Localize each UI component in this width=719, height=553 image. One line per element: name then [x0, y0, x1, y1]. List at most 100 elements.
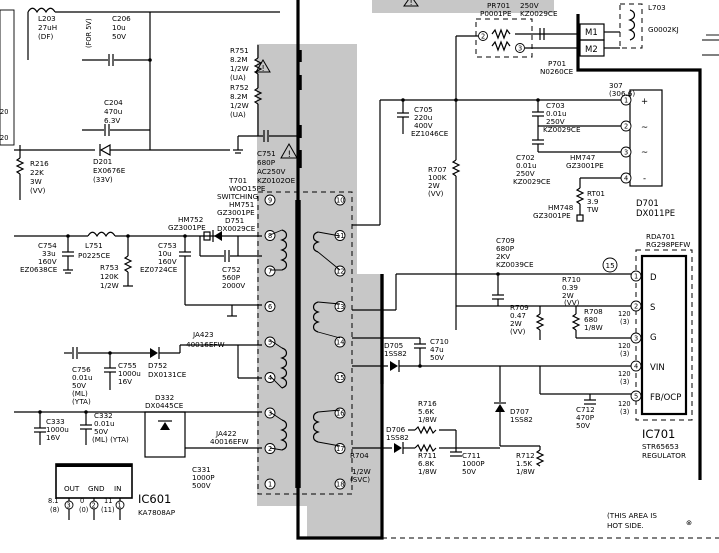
- r753-value: 120K: [100, 272, 119, 281]
- c751-voltage: AC250V: [257, 167, 286, 176]
- transformer-pin-5: [264, 336, 276, 348]
- svg-text:3: 3: [624, 149, 628, 157]
- l751-code: P0225CE: [78, 251, 111, 260]
- c754-label: C754: [38, 241, 57, 250]
- ic701-part: STR65653: [642, 442, 679, 451]
- pin2-volt-2: (3): [620, 318, 629, 326]
- c331-label: C331: [192, 465, 211, 474]
- transformer-pin-1: [264, 478, 276, 490]
- d707-label: D707: [510, 407, 529, 416]
- warning-icon: !: [403, 0, 419, 7]
- transformer-pin-17-label: 17: [336, 445, 344, 453]
- c204-voltage: 6.3V: [104, 116, 120, 125]
- ja423-label: JA423: [192, 330, 214, 339]
- transformer-pin-14: [334, 336, 346, 348]
- ic601-volt-gnd: 0: [80, 497, 84, 505]
- transformer-pin-15-label: 15: [336, 374, 344, 382]
- ic601-volt-in-2: (11): [101, 506, 115, 514]
- c332-label: C332: [94, 411, 113, 420]
- svg-text:4: 4: [634, 363, 638, 371]
- r708-value: 680: [584, 315, 598, 324]
- c752-value: 560P: [222, 273, 241, 282]
- c712-value: 470P: [576, 413, 595, 422]
- c709-value: 680P: [496, 244, 515, 253]
- test-point-15: 15: [606, 261, 615, 270]
- left-edge-label-2: 20: [0, 134, 8, 142]
- r752-label: R752: [230, 83, 249, 92]
- c204-value: 470u: [104, 107, 122, 116]
- c703-voltage: 250V: [546, 117, 565, 126]
- c752-voltage: 2000V: [222, 281, 245, 290]
- transformer-pin-16-label: 16: [336, 410, 344, 418]
- r709-code: (VV): [510, 327, 526, 336]
- transformer-pin-8-label: 8: [268, 232, 272, 240]
- ic701: D S G VIN FB/OCP 1 2 3 4 5 120 (3) 120 (…: [618, 249, 693, 460]
- l203-label: L203: [38, 14, 56, 23]
- r216-value: 22K: [30, 168, 44, 177]
- p701-label: P701: [548, 59, 566, 68]
- c709-voltage: 2KV: [496, 252, 510, 261]
- warning-icon: !: [255, 59, 271, 73]
- d201-label: D201: [93, 157, 112, 166]
- ic701-title: IC701: [642, 427, 675, 441]
- transformer-pin-10: [334, 194, 346, 206]
- hm747-code: GZ3001PE: [566, 161, 604, 170]
- rda701-label: RDA701: [646, 232, 675, 241]
- r707-label: R707: [428, 165, 447, 174]
- ic601-volt-out: 8.1: [48, 497, 59, 505]
- ic601-pin-in: IN: [114, 484, 122, 493]
- c755-voltage: 16V: [118, 377, 132, 386]
- c703-label: C703: [546, 101, 565, 110]
- for-5v-label: (FOR 5V): [85, 18, 93, 48]
- r707-value: 100K: [428, 173, 447, 182]
- pin2-volt: 120: [618, 310, 631, 318]
- d752-label: D752: [148, 361, 167, 370]
- c206-voltage: 50V: [112, 32, 126, 41]
- d701-code: DX011PE: [636, 209, 675, 219]
- v307-value: (306.6): [609, 89, 635, 98]
- d706-code: 1SS82: [386, 433, 409, 442]
- c332-voltage: 50V: [94, 427, 108, 436]
- bridge-pin-ac2: ~: [641, 148, 648, 158]
- pin3-volt-2: (3): [620, 350, 629, 358]
- t701-label: T701: [228, 176, 247, 185]
- r711-watt: 1/8W: [418, 467, 437, 476]
- l203-code: (DF): [38, 32, 53, 41]
- ic601-volt-out-2: (8): [50, 506, 59, 514]
- c331-voltage: 500V: [192, 481, 211, 490]
- transformer-pin-6-label: 6: [268, 303, 272, 311]
- c702-voltage: 250V: [516, 169, 535, 178]
- ic601-volt-in: 11: [104, 497, 112, 505]
- r712-watt: 1/8W: [516, 467, 535, 476]
- shade-region-lower: [307, 274, 382, 538]
- hm748-code: GZ3001PE: [533, 211, 571, 220]
- ic601-pin-out: OUT: [64, 484, 80, 493]
- r707-watt: 2W: [428, 181, 440, 190]
- ic701-pin-s: S: [650, 303, 655, 313]
- r710-label: R710: [562, 275, 581, 284]
- r708-watt: 1/8W: [584, 323, 603, 332]
- d705-label: D705: [384, 341, 403, 350]
- r751-value: 8.2M: [230, 55, 248, 64]
- c751-label: C751: [257, 149, 276, 158]
- c756-voltage: 50V: [72, 381, 86, 390]
- ic601-volt-gnd-2: (0): [79, 506, 88, 514]
- hm747-label: HM747: [570, 153, 595, 162]
- svg-text:4: 4: [624, 175, 628, 183]
- c709-label: C709: [496, 236, 515, 245]
- r712-value: 1.5K: [516, 459, 532, 468]
- r752-watt: 1/2W: [230, 101, 249, 110]
- transformer-pin-8: [264, 230, 276, 241]
- ic601-pin-gnd: GND: [88, 484, 105, 493]
- c705-voltage: 400V: [414, 121, 433, 130]
- c710-label: C710: [430, 337, 449, 346]
- ic601-pin-2: 2: [92, 502, 96, 510]
- r709-label: R709: [510, 303, 529, 312]
- d752-code: DX0131CE: [148, 370, 187, 379]
- c702-label: C702: [516, 153, 535, 162]
- d707-code: 1SS82: [510, 415, 533, 424]
- ic701-pin-fb: FB/OCP: [650, 393, 681, 403]
- transformer-pin-3-label: 3: [268, 410, 272, 418]
